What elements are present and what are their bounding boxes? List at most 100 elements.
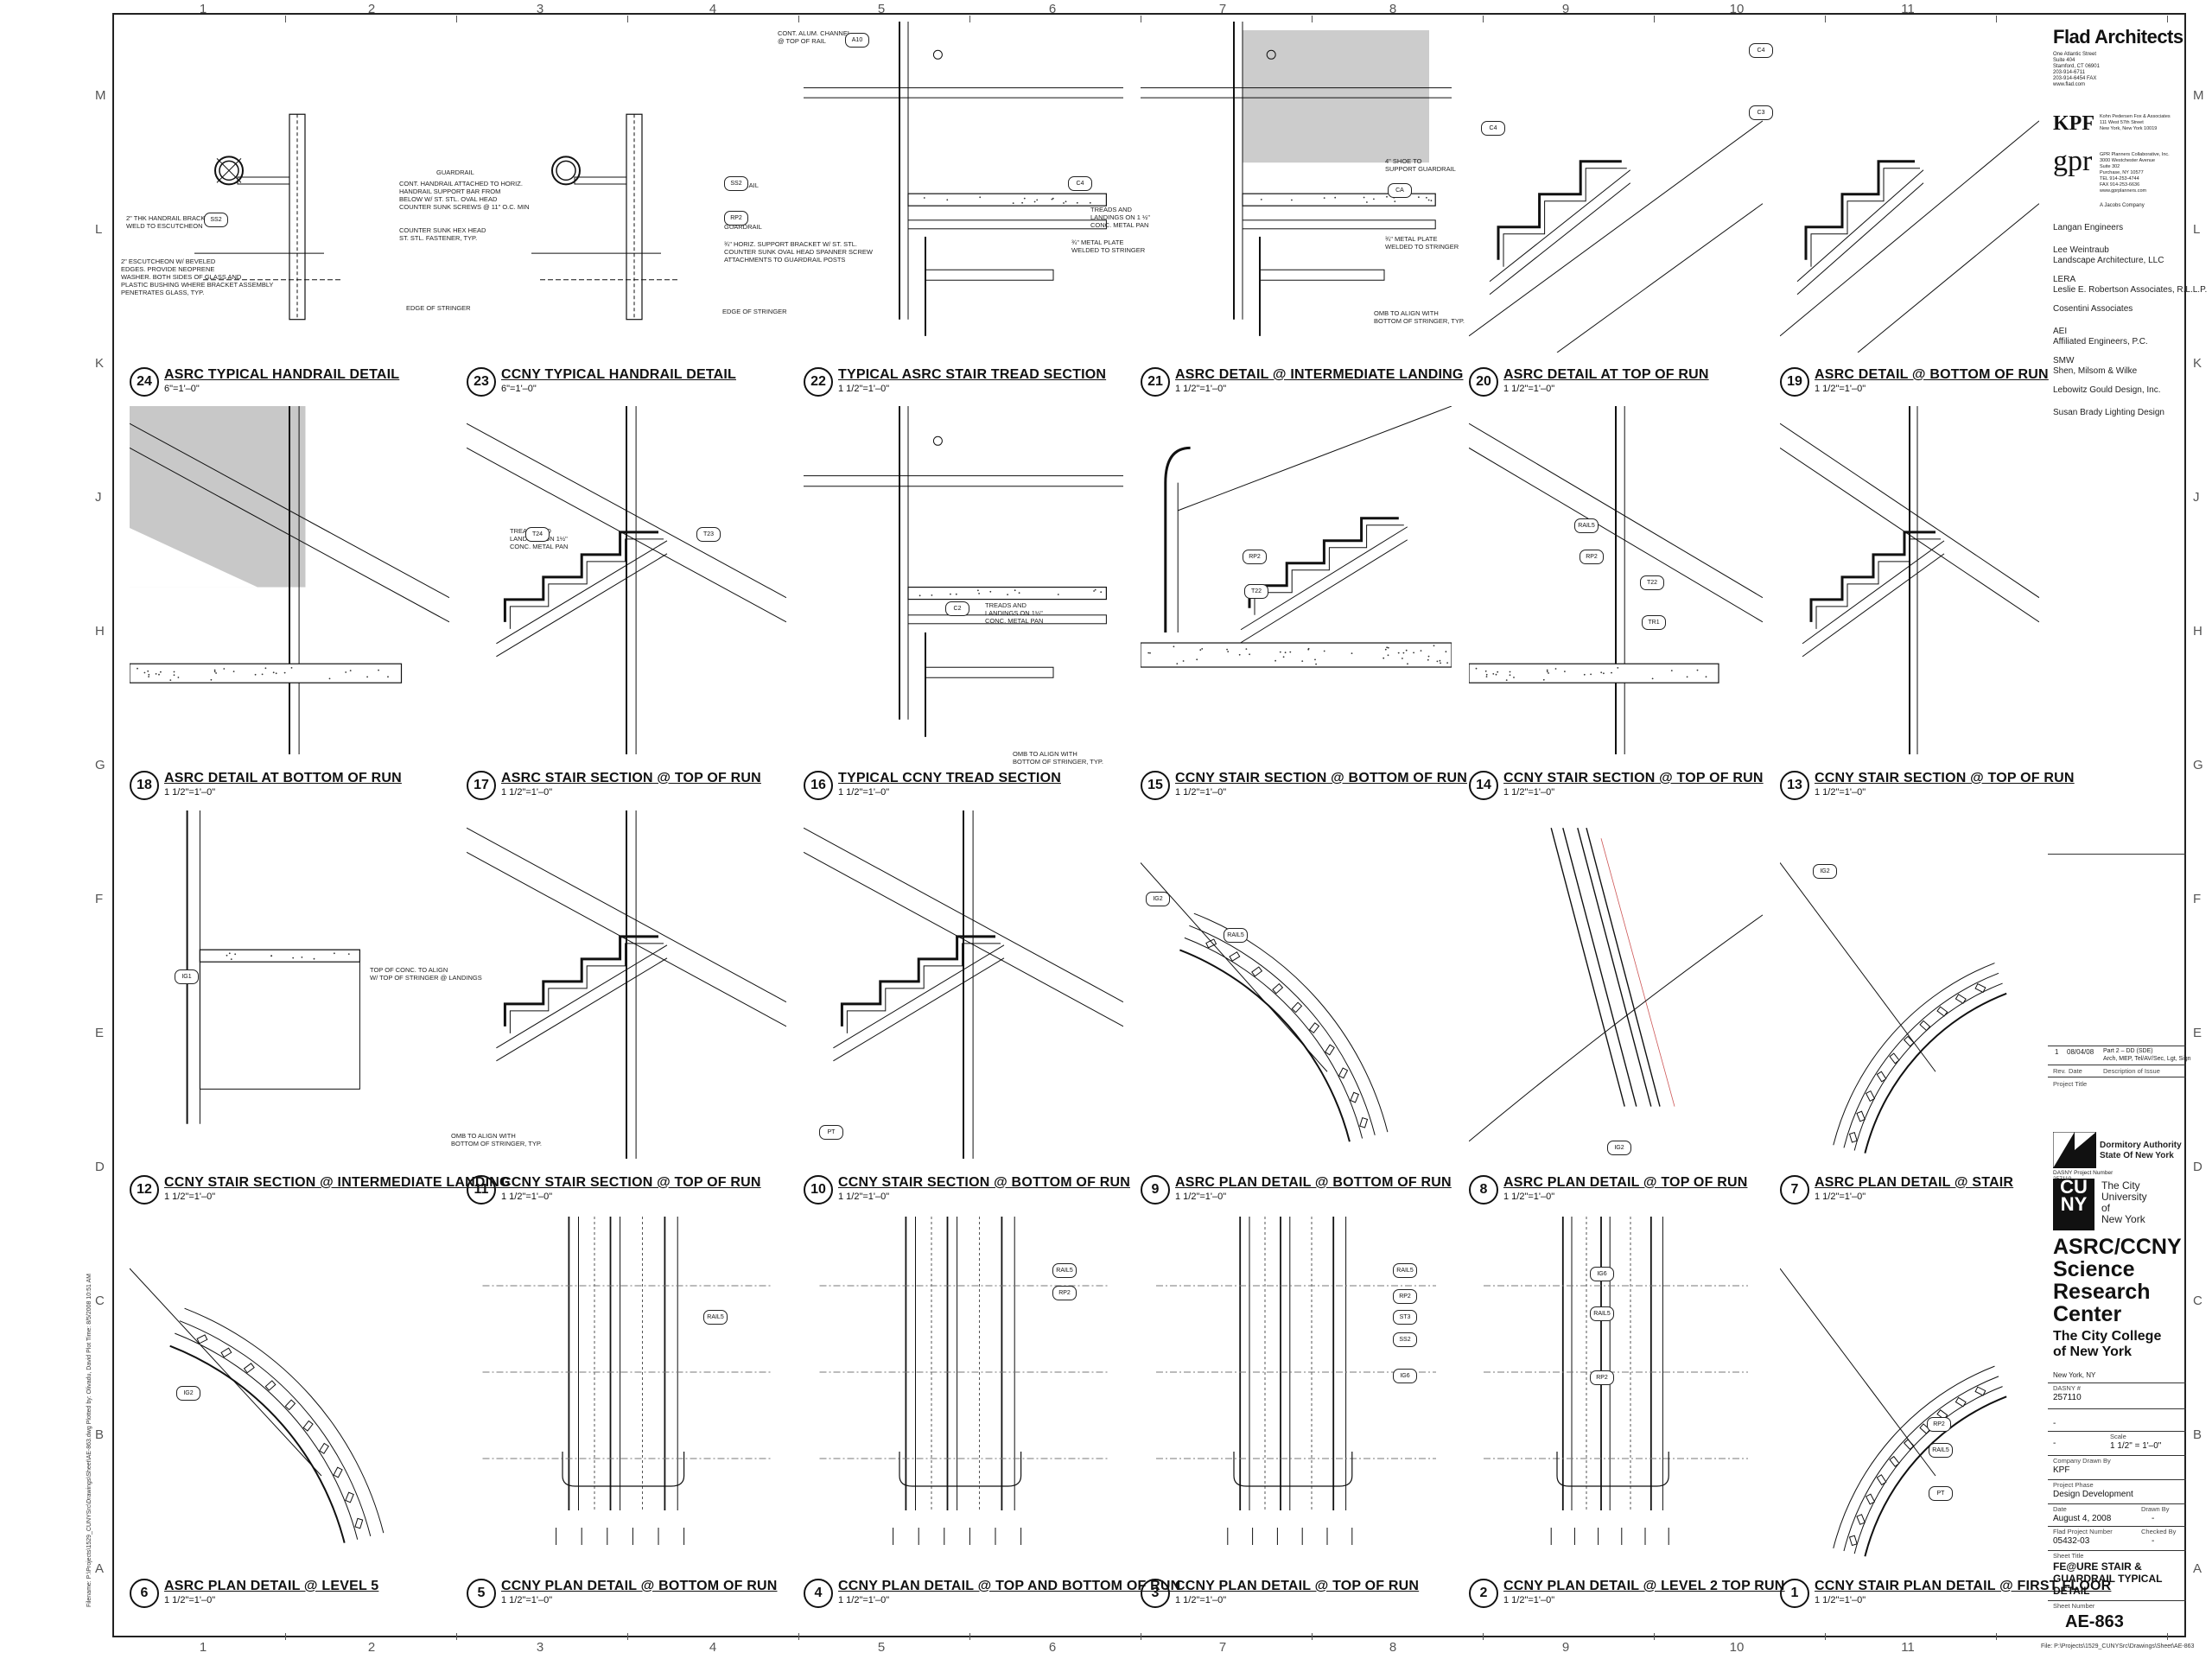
tag-pt: PT xyxy=(1929,1486,1953,1501)
tag-ig2: IG2 xyxy=(176,1386,200,1401)
stair-flight xyxy=(496,935,668,1062)
detail-drawing-24 xyxy=(194,113,341,321)
tag-c4: C4 xyxy=(1068,176,1092,191)
consultant-2: LERA Leslie E. Robertson Associates, R.L… xyxy=(2053,275,2208,295)
gpr-address: GPR Planners Collaborative, Inc. 3000 We… xyxy=(2100,152,2170,194)
detail-19 xyxy=(1780,22,2039,363)
grid-column-4: 4 xyxy=(709,1640,717,1655)
detail-scale: 1 1/2"=1'–0" xyxy=(1175,384,1227,394)
grid-tick xyxy=(285,16,286,22)
grid-row-J: J xyxy=(2193,490,2200,505)
detail-drawing-7 xyxy=(1780,862,2007,1154)
grid-column-6: 6 xyxy=(1048,1640,1057,1655)
tag-rp2: RP2 xyxy=(1927,1417,1951,1432)
grid-row-F: F xyxy=(2193,892,2202,906)
grid-row-G: G xyxy=(95,758,105,772)
stair-bottom-section xyxy=(1141,406,1452,668)
grid-tick xyxy=(1654,1633,1655,1640)
detail-23 xyxy=(467,22,786,363)
grid-column-1: 1 xyxy=(199,1640,207,1655)
floor-slab xyxy=(1141,642,1452,668)
grid-column-4: 4 xyxy=(709,2,717,16)
detail-18 xyxy=(130,406,449,765)
grid-row-F: F xyxy=(95,892,104,906)
detail-drawing-6 xyxy=(130,1268,385,1543)
tag-c4: C4 xyxy=(1481,121,1505,136)
grid-row-B: B xyxy=(2193,1427,2202,1442)
consultant-6: Lebowitz Gould Design, Inc. xyxy=(2053,385,2161,395)
stair-flight xyxy=(1796,160,1924,296)
checked-by-label: Checked By xyxy=(2141,1528,2177,1535)
tag-ss2: SS2 xyxy=(204,213,228,227)
concrete-tread xyxy=(1242,193,1436,207)
curved-plan xyxy=(1141,862,1389,1142)
grid-tick xyxy=(1996,16,1997,22)
drawn-by-label: Drawn By xyxy=(2141,1505,2170,1513)
detail-number: 1 xyxy=(1780,1579,1809,1608)
detail-13 xyxy=(1780,406,2039,765)
blank-field-2: - xyxy=(2053,1439,2056,1448)
note-n24d: EDGE OF STRINGER xyxy=(406,304,471,312)
stair-flight xyxy=(1240,517,1408,644)
grid-column-1: 1 xyxy=(199,2,207,16)
detail-number: 11 xyxy=(467,1175,496,1205)
detail-name: TYPICAL CCNY TREAD SECTION xyxy=(838,771,1061,785)
project-title-label: Project Title xyxy=(2053,1080,2088,1088)
detail-drawing-13 xyxy=(1780,406,2039,754)
note-n21b: ¾" METAL PLATE WELDED TO STRINGER xyxy=(1385,235,1459,251)
grid-tick xyxy=(627,16,628,22)
grid-row-M: M xyxy=(2193,88,2204,103)
detail-drawing-12 xyxy=(186,810,361,1124)
detail-name: ASRC DETAIL AT BOTTOM OF RUN xyxy=(164,771,402,785)
detail-scale: 1 1/2"=1'–0" xyxy=(838,787,890,798)
tag-rp2: RP2 xyxy=(1052,1286,1077,1300)
tag-ig2: IG2 xyxy=(1146,892,1170,906)
grid-column-11: 11 xyxy=(1901,1640,1915,1655)
tag-rail5: RAIL5 xyxy=(703,1310,728,1325)
detail-drawing-14 xyxy=(1469,406,1763,754)
tag-rail5: RAIL5 xyxy=(1224,928,1248,943)
note-n21c: OMB TO ALIGN WITH BOTTOM OF STRINGER, TY… xyxy=(1374,309,1465,325)
company-label: Company Drawn By xyxy=(2053,1457,2111,1465)
tag-ig6: IG6 xyxy=(1590,1267,1614,1281)
curved-plan xyxy=(1780,1268,2007,1557)
detail-scale: 1 1/2"=1'–0" xyxy=(164,787,216,798)
sheet-border xyxy=(112,13,2186,1637)
sheet-number: AE-863 xyxy=(2065,1612,2124,1631)
concrete-tread xyxy=(907,193,1107,207)
detail-12 xyxy=(130,810,449,1169)
detail-9 xyxy=(1141,810,1452,1169)
note-n22b: TREADS AND LANDINGS ON 1 ½" CONC. METAL … xyxy=(1090,206,1150,229)
grid-tick xyxy=(969,1633,970,1640)
grid-tick xyxy=(1483,16,1484,22)
grid-tick xyxy=(1312,1633,1313,1640)
grid-row-A: A xyxy=(2193,1561,2202,1576)
date-header: Date xyxy=(2069,1067,2082,1075)
tag-c2: C2 xyxy=(945,601,969,616)
detail-11 xyxy=(467,810,786,1169)
scale-value: 1 1/2" = 1'–0" xyxy=(2110,1441,2162,1451)
detail-number: 12 xyxy=(130,1175,159,1205)
tag-c4: C4 xyxy=(1749,43,1773,58)
detail-name: ASRC TYPICAL HANDRAIL DETAIL xyxy=(164,367,400,382)
detail-drawing-1 xyxy=(1780,1268,2007,1557)
sheet-title: FE@URE STAIR & GUARDRAIL TYPICAL DETAIL xyxy=(2053,1560,2163,1597)
note-n24e: 2" THK HANDRAIL BRACKET WELD TO ESCUTCHE… xyxy=(126,214,214,230)
detail-drawing-21 xyxy=(1141,22,1452,336)
grid-tick xyxy=(1312,16,1313,22)
landing-section xyxy=(186,810,361,1124)
note-n16b: OMB TO ALIGN WITH BOTTOM OF STRINGER, TY… xyxy=(1013,750,1104,766)
detail-drawing-3 xyxy=(1156,1217,1436,1545)
detail-3 xyxy=(1141,1217,1452,1573)
grid-column-9: 9 xyxy=(1561,2,1570,16)
note-n12a: TOP OF CONC. TO ALIGN W/ TOP OF STRINGER… xyxy=(370,966,482,982)
grid-row-K: K xyxy=(2193,356,2202,371)
detail-number: 23 xyxy=(467,367,496,397)
